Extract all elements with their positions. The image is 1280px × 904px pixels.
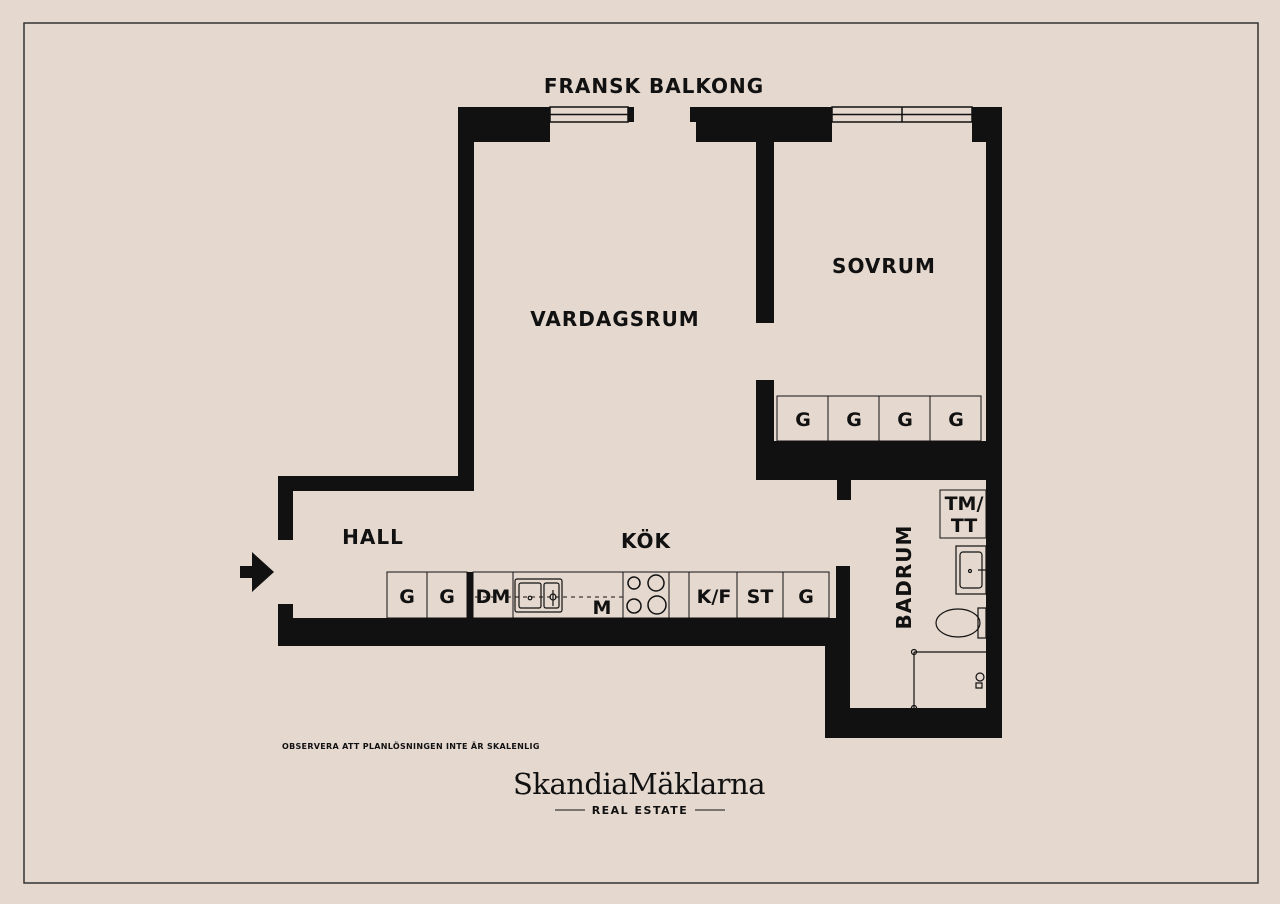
kitchen-label-kf: K/F: [697, 586, 732, 608]
kitchen-label-g3: G: [798, 586, 814, 608]
kitchen-label-dm: DM: [476, 586, 511, 608]
label-kitchen: KÖK: [621, 529, 672, 553]
bathroom-sink-icon: [955, 545, 987, 595]
kitchen-label-st: ST: [747, 586, 774, 608]
window-bedroom: [831, 106, 973, 123]
brand-tagline: REAL ESTATE: [592, 804, 689, 817]
sink-icon: [514, 578, 563, 613]
wardrobe-label-4: G: [948, 409, 964, 431]
kitchen-label-g2: G: [439, 586, 455, 608]
wardrobe-label-3: G: [897, 409, 913, 431]
label-balcony: FRANSK BALKONG: [544, 74, 764, 98]
walls: [278, 107, 1002, 738]
label-hall: HALL: [342, 525, 404, 549]
label-bathroom: BADRUM: [892, 525, 916, 630]
page-frame: [23, 22, 1259, 884]
washer-dryer-box: [939, 489, 987, 539]
wardrobe-label-1: G: [795, 409, 811, 431]
dryer-label: TT: [951, 515, 977, 537]
entrance-arrow-icon: [240, 552, 274, 592]
scale-note: OBSERVERA ATT PLANLÖSNINGEN INTE ÄR SKAL…: [282, 741, 540, 751]
stove-icon: [626, 574, 667, 615]
kitchen-divider: [467, 572, 473, 618]
label-living-room: VARDAGSRUM: [530, 307, 699, 331]
window-balcony: [549, 106, 629, 123]
wardrobe-label-2: G: [846, 409, 862, 431]
washer-label: TM/: [945, 493, 984, 515]
shower-icon: [910, 648, 986, 712]
brand-logo: SkandiaMäklarna: [513, 767, 765, 801]
toilet-icon: [935, 607, 987, 639]
kitchen-label-m: M: [593, 597, 612, 619]
bedroom-wardrobe-cells: [776, 395, 982, 442]
label-bedroom: SOVRUM: [832, 254, 936, 278]
kitchen-label-g1: G: [399, 586, 415, 608]
